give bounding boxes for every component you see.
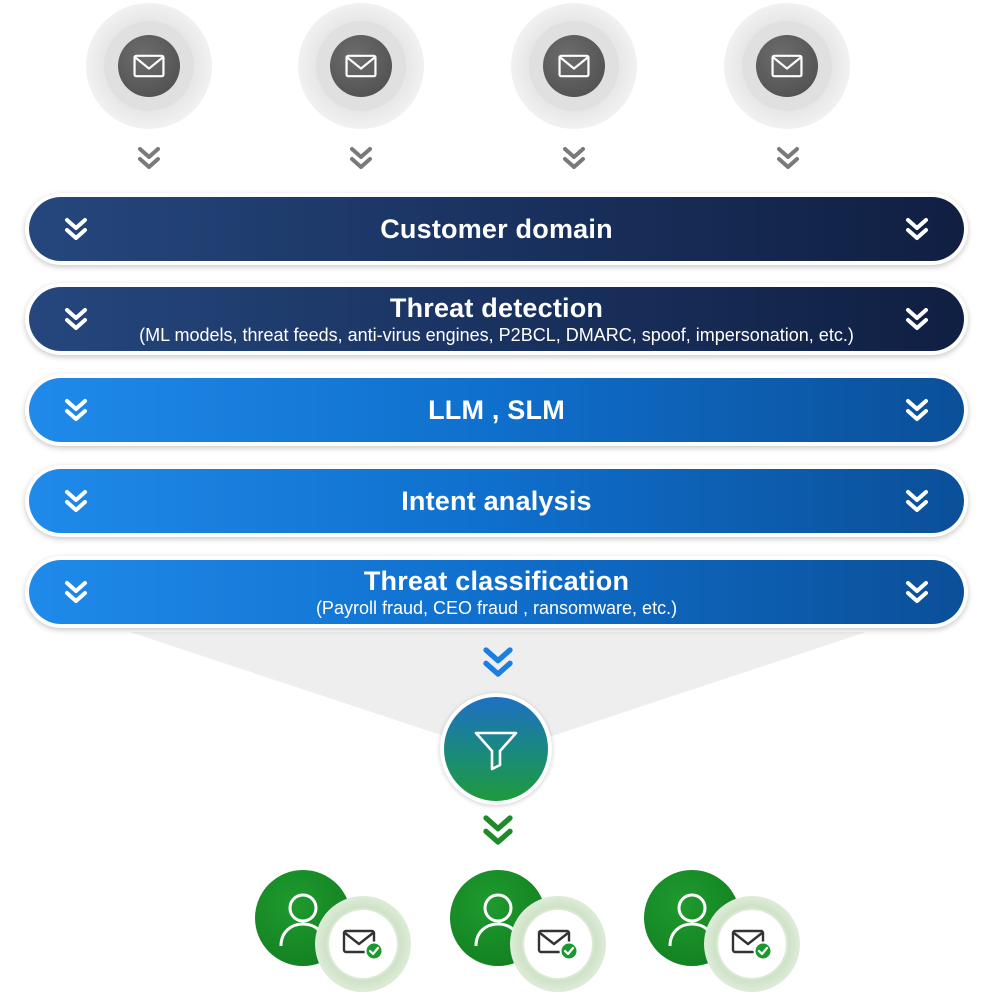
chevron-down-icon	[61, 486, 91, 516]
chevron-down-icon	[773, 143, 803, 173]
delivered-mail-badge	[704, 896, 800, 992]
layer-llm-slm: LLM , SLM	[25, 374, 968, 446]
chevron-down-icon	[61, 214, 91, 244]
chevron-down-icon	[902, 214, 932, 244]
chevron-down-icon	[902, 395, 932, 425]
delivered-mail-badge	[315, 896, 411, 992]
envelope-icon	[770, 53, 804, 79]
layer-title: Threat detection	[389, 292, 604, 323]
layer-title: Intent analysis	[401, 486, 592, 516]
layer-threat-classification: Threat classification (Payroll fraud, CE…	[25, 556, 968, 628]
envelope-icon	[344, 53, 378, 79]
layer-customer-domain: Customer domain	[25, 193, 968, 265]
chevron-down-icon	[902, 304, 932, 334]
layer-intent-analysis: Intent analysis	[25, 465, 968, 537]
chevron-down-icon	[478, 642, 518, 682]
email-source	[724, 3, 850, 129]
verified-mail-icon	[731, 929, 773, 961]
layer-title: Customer domain	[380, 214, 613, 244]
chevron-down-icon	[61, 304, 91, 334]
chevron-down-icon	[61, 395, 91, 425]
delivered-mail-badge	[510, 896, 606, 992]
chevron-down-icon	[134, 143, 164, 173]
layer-subtitle: (ML models, threat feeds, anti-virus eng…	[139, 324, 854, 345]
layer-title: LLM , SLM	[428, 395, 565, 425]
chevron-down-icon	[902, 486, 932, 516]
layer-subtitle: (Payroll fraud, CEO fraud , ransomware, …	[315, 597, 678, 618]
layer-title: Threat classification	[363, 565, 630, 596]
envelope-icon	[132, 53, 166, 79]
chevron-down-icon	[61, 577, 91, 607]
chevron-down-icon	[559, 143, 589, 173]
filter	[440, 693, 552, 805]
email-source	[511, 3, 637, 129]
email-source	[298, 3, 424, 129]
chevron-down-icon	[478, 810, 518, 850]
chevron-down-icon	[346, 143, 376, 173]
verified-mail-icon	[342, 929, 384, 961]
chevron-down-icon	[902, 577, 932, 607]
email-source	[86, 3, 212, 129]
envelope-icon	[557, 53, 591, 79]
verified-mail-icon	[537, 929, 579, 961]
layer-threat-detection: Threat detection (ML models, threat feed…	[25, 283, 968, 355]
funnel-icon	[474, 731, 518, 771]
